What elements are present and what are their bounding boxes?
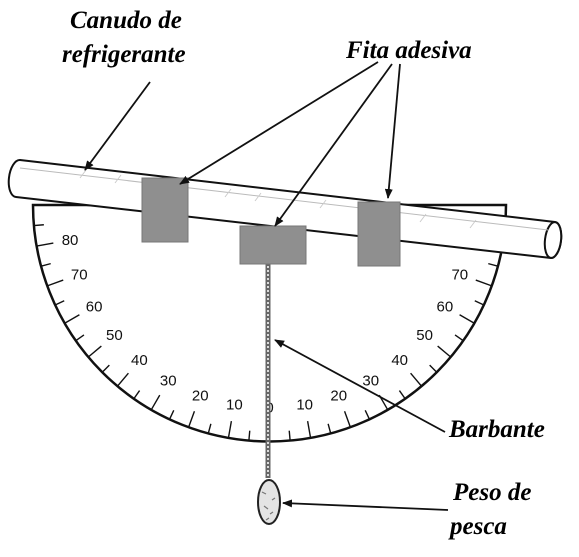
tick-mark — [327, 423, 332, 434]
tick-mark — [437, 345, 452, 358]
scale-label-right: 50 — [416, 327, 433, 344]
tick-mark — [398, 390, 406, 400]
scale-label-right: 20 — [330, 387, 347, 404]
scale-label-left: 60 — [86, 298, 103, 315]
protractor-scale-labels: 807060504030201001020304050607080 — [62, 232, 478, 416]
tick-mark — [410, 372, 423, 387]
tick-mark — [364, 409, 371, 420]
tick-mark — [459, 314, 475, 324]
label-weight-line-1: Peso de — [453, 479, 532, 506]
tick-mark — [64, 314, 80, 324]
scale-label-right: 70 — [451, 266, 468, 283]
tick-mark — [248, 430, 251, 441]
tick-mark — [343, 411, 352, 428]
tick-mark — [227, 421, 233, 439]
tape-center — [239, 225, 307, 265]
label-straw-line-2: refrigerante — [62, 41, 186, 68]
tick-mark — [207, 423, 212, 434]
tick-mark — [101, 364, 110, 373]
arrow-to-string — [274, 339, 446, 433]
arrow-to-tape-right — [384, 63, 401, 199]
arrow-to-tape-left — [179, 61, 379, 185]
tick-mark — [87, 345, 102, 358]
scale-label-left: 20 — [192, 387, 209, 404]
protractor-tick-marks — [33, 224, 506, 442]
tick-mark — [288, 430, 291, 441]
tick-mark — [36, 242, 54, 247]
tick-mark — [168, 409, 175, 420]
scale-label-left: 10 — [226, 396, 243, 413]
label-string: Barbante — [449, 416, 545, 443]
arrow-to-tape-center — [274, 63, 393, 227]
scale-label-left: 70 — [71, 266, 88, 283]
tick-mark — [40, 262, 51, 267]
scale-label-right: 40 — [391, 352, 408, 369]
tick-mark — [454, 334, 464, 342]
scale-label-left: 30 — [160, 372, 177, 389]
tick-mark — [488, 262, 499, 267]
tick-mark — [306, 421, 312, 439]
tape-right — [357, 201, 401, 267]
label-weight-line-2: pesca — [450, 513, 507, 540]
leader-arrows — [84, 61, 449, 511]
tick-mark — [150, 394, 161, 411]
tick-mark — [116, 372, 129, 387]
scale-label-left: 50 — [106, 327, 123, 344]
arrow-to-weight — [282, 499, 449, 511]
scale-label-left: 80 — [62, 232, 79, 249]
scale-label-right: 60 — [437, 298, 454, 315]
tick-mark — [474, 300, 485, 306]
tick-mark — [187, 411, 196, 428]
scale-label-left: 40 — [131, 352, 148, 369]
tick-mark — [33, 224, 44, 227]
fishing-weight — [257, 479, 281, 525]
label-straw-line-1: Canudo de — [70, 7, 182, 34]
arrow-to-straw — [84, 81, 151, 171]
tick-mark — [133, 390, 141, 400]
scale-label-right: 30 — [362, 372, 379, 389]
tick-mark — [475, 279, 492, 287]
tick-mark — [54, 300, 65, 306]
tick-mark — [75, 334, 85, 342]
tick-mark — [429, 364, 438, 373]
label-tape: Fita adesiva — [346, 37, 472, 64]
tick-mark — [47, 279, 64, 287]
scale-label-right: 10 — [296, 396, 313, 413]
tape-left — [141, 177, 189, 243]
